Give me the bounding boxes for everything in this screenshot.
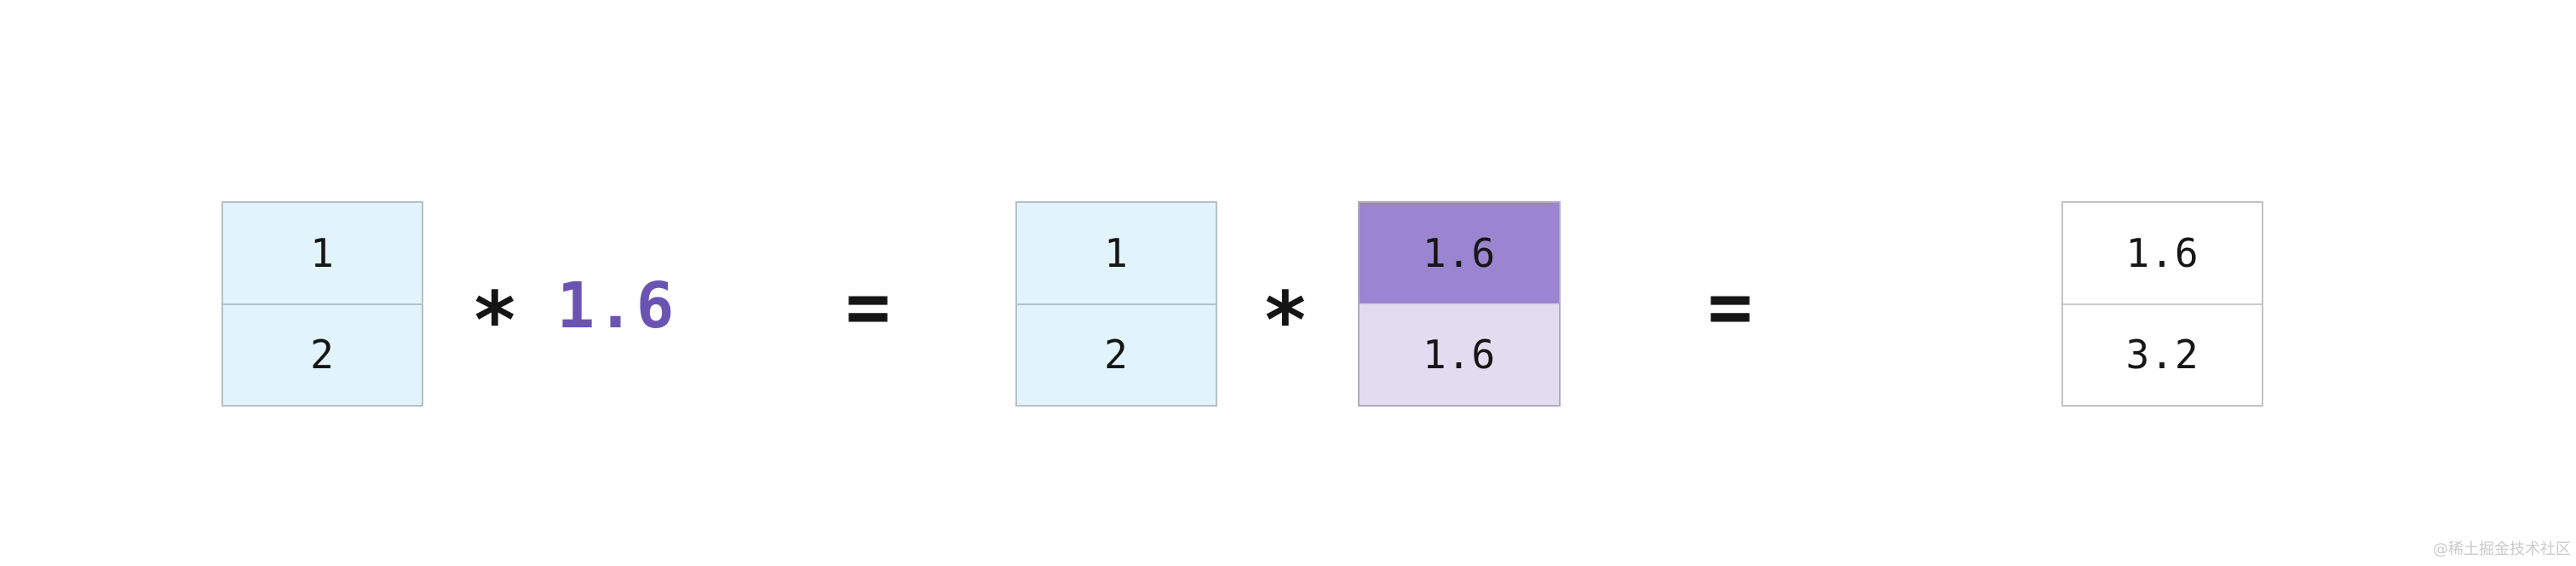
- asterisk-glyph: *: [471, 274, 519, 367]
- asterisk-glyph: *: [1262, 274, 1309, 367]
- multiply-operator-2: *: [1234, 246, 1337, 366]
- cell-value: 2: [1104, 332, 1129, 378]
- input-vector-table: 1 2: [221, 201, 423, 407]
- input-vector-cell-1: 1: [1017, 203, 1216, 305]
- equals-operator-2: =: [1707, 262, 1753, 350]
- cell-value: 1: [310, 229, 335, 276]
- input-vector-table-repeat: 1 2: [1015, 201, 1217, 407]
- cell-value: 3.2: [2125, 332, 2199, 378]
- input-vector-cell-1: 1: [223, 203, 422, 305]
- broadcast-vector-table: 1.6 1.6: [1358, 201, 1561, 407]
- cell-value: 1.6: [2125, 229, 2199, 276]
- result-vector-cell-1: 1.6: [2063, 203, 2262, 305]
- cell-value: 1.6: [1422, 229, 1497, 276]
- equals-operator-1: =: [845, 262, 891, 350]
- broadcast-vector-cell-2: 1.6: [1360, 304, 1559, 405]
- scalar-value: 1.6: [556, 269, 676, 343]
- watermark-text: @稀土掘金技术社区: [2433, 540, 2571, 558]
- cell-value: 2: [310, 332, 335, 378]
- input-vector-cell-2: 2: [1017, 305, 1216, 406]
- broadcast-vector-cell-1: 1.6: [1360, 203, 1559, 305]
- multiply-operator-1: *: [444, 246, 546, 366]
- input-vector-cell-2: 2: [223, 305, 422, 406]
- result-vector-cell-2: 3.2: [2063, 305, 2262, 406]
- result-vector-table: 1.6 3.2: [2061, 201, 2263, 407]
- cell-value: 1: [1104, 229, 1129, 276]
- cell-value: 1.6: [1422, 332, 1497, 378]
